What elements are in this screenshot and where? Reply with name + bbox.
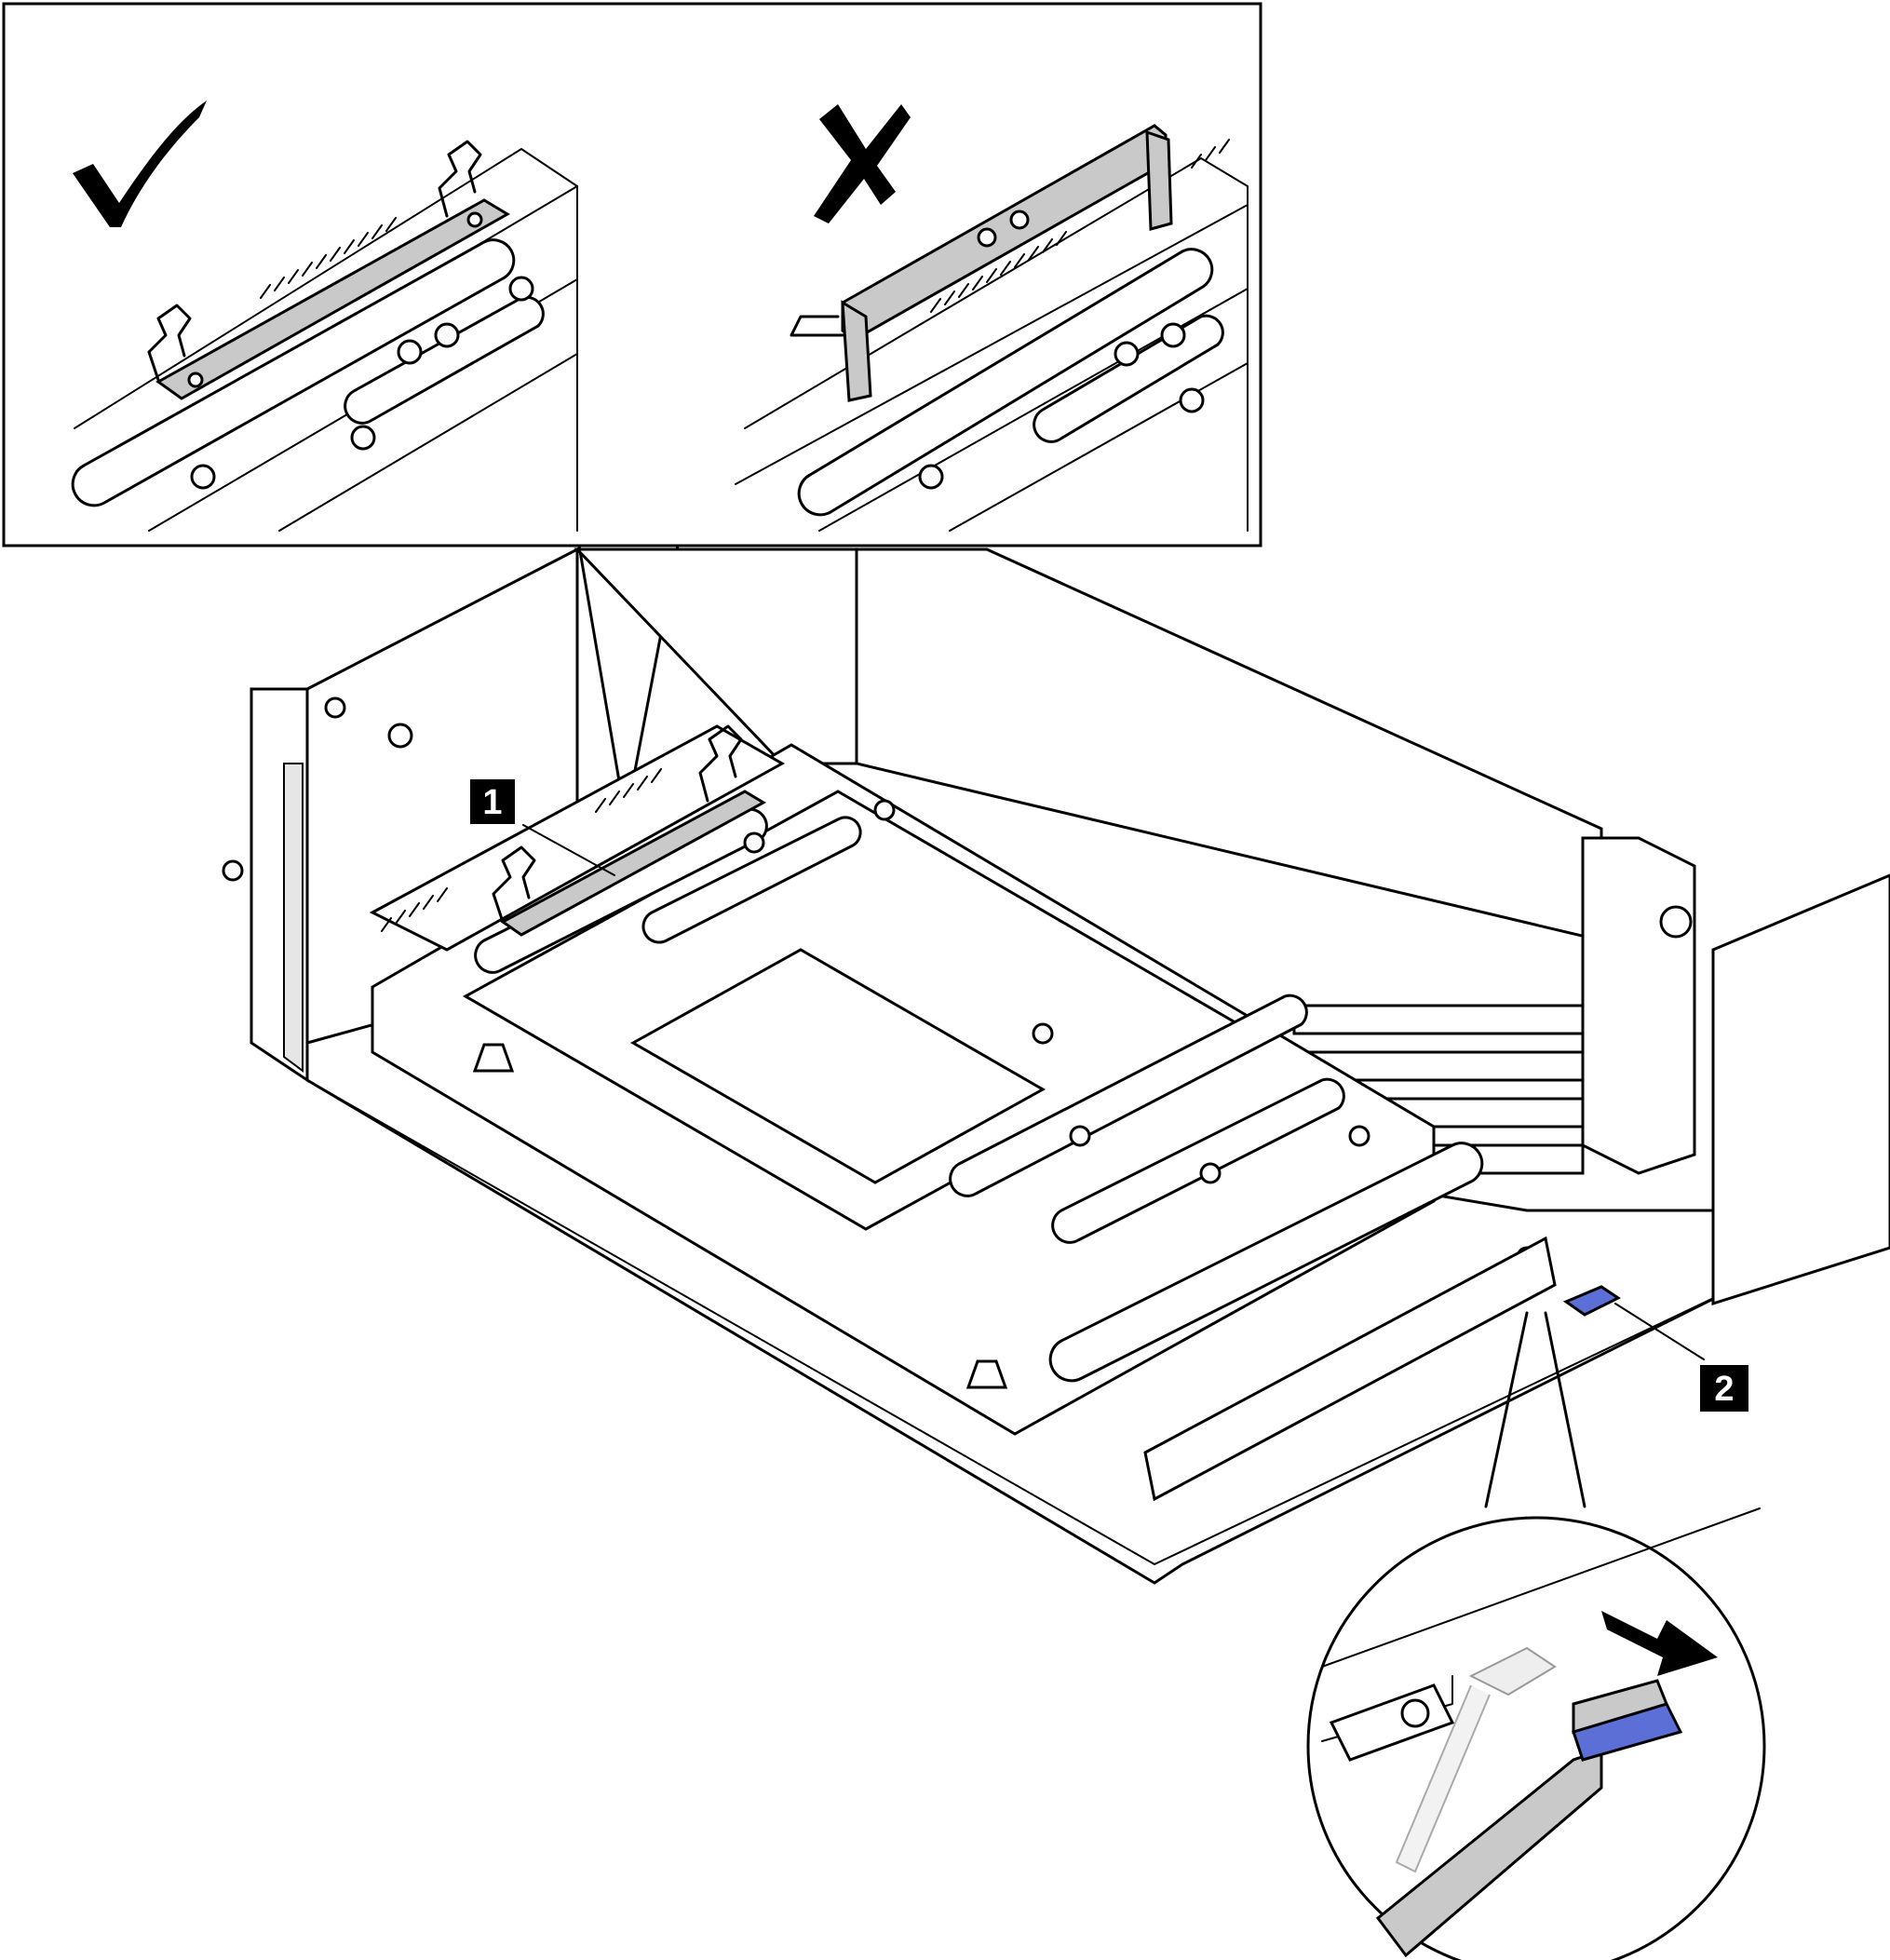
correct-handle-example [71,140,578,532]
cross-icon [814,104,911,223]
incorrect-handle-example [735,124,1249,532]
detail-zoom-line-left [1484,1311,1529,1508]
handle-position-inset [2,2,1262,547]
callout-2-leader [1614,1303,1705,1360]
callout-1-badge: 1 [470,779,515,824]
latch-detail-view [1306,1507,1766,1960]
detail-zoom-line-right [1544,1311,1586,1508]
server-tray-assembly [222,547,1890,1585]
callout-1-number: 1 [482,783,502,822]
release-latch[interactable] [1562,1285,1621,1317]
heat-sink-handle[interactable] [500,790,767,937]
pull-direction-arrow-icon [1601,1611,1718,1676]
callout-2-badge: 2 [1700,1365,1748,1412]
callout-2-number: 2 [1714,1370,1734,1409]
checkmark-icon [73,101,207,227]
callout-1-leader [522,824,615,876]
